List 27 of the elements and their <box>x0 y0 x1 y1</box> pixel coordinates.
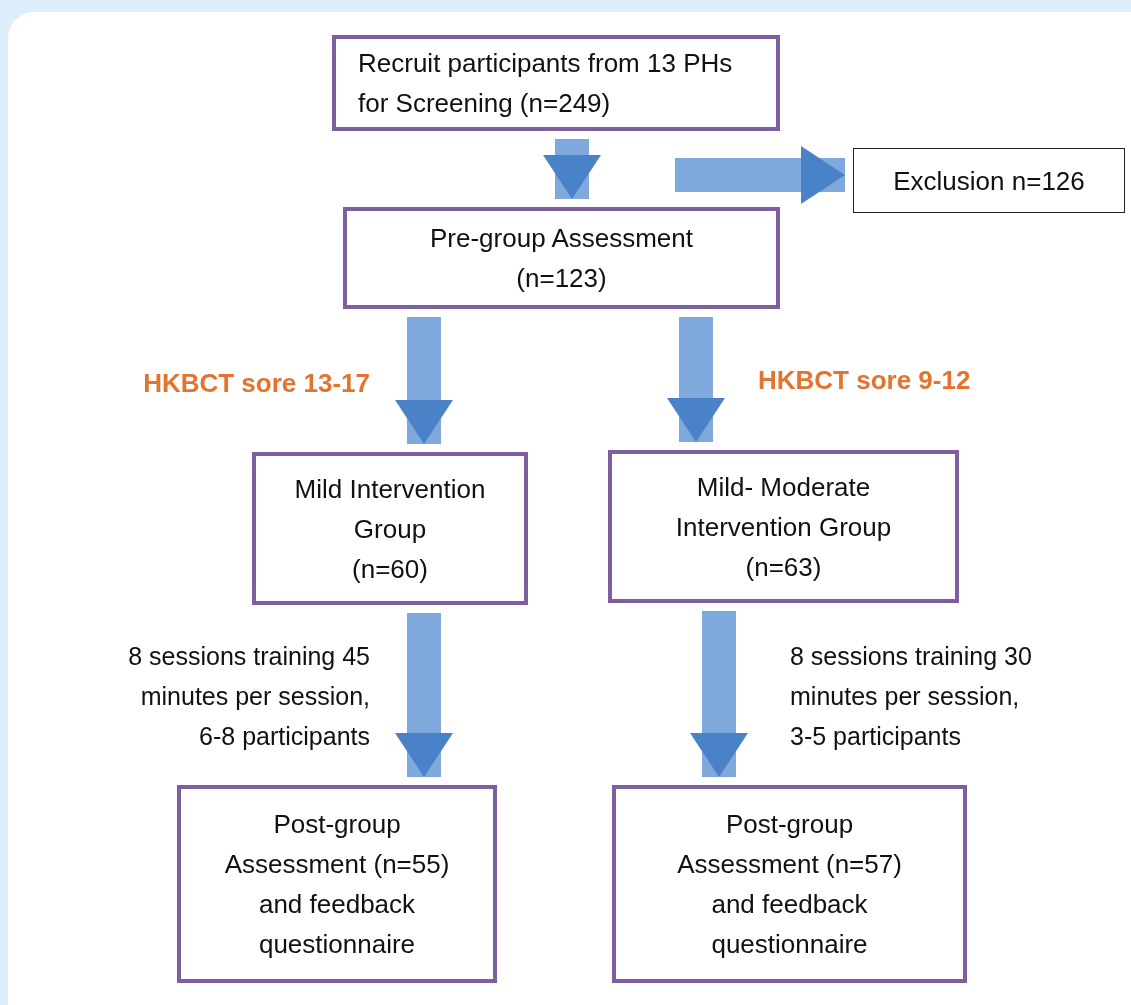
box-text: (n=63) <box>745 550 822 584</box>
block-arrow <box>690 611 748 777</box>
edge-label: HKBCT sore 13-17 <box>142 367 370 400</box>
box-text: (n=123) <box>516 262 607 295</box>
edge-label: 8 sessions training 45 minutes per session, 6-8 participants <box>127 641 370 752</box>
process-box <box>343 207 780 309</box>
box-text: Recruit participants from 13 PHs for Screening (n=249) <box>358 47 734 120</box>
block-arrow <box>675 146 845 204</box>
block-arrow <box>395 613 453 777</box>
process-box <box>853 148 1125 213</box>
process-box <box>177 785 497 983</box>
box-text: Post-group Assessment (n=57) and feedback questionnaire <box>676 808 903 961</box>
block-arrow <box>667 317 725 442</box>
edge-label: 8 sessions training 30 minutes per session, 3-5 participants <box>790 641 1033 752</box>
process-box <box>252 452 528 605</box>
block-arrow <box>395 317 453 444</box>
box-text: Mild Intervention Group <box>293 472 487 546</box>
process-box <box>332 35 780 131</box>
box-text: Post-group Assessment (n=55) and feedback questionnaire <box>223 808 451 961</box>
box-text: Mild- Moderate Intervention Group <box>674 470 893 544</box>
box-text: Exclusion n=126 <box>893 164 1085 198</box>
edge-label: HKBCT sore 9-12 <box>758 364 972 397</box>
box-text: Pre-group Assessment <box>430 222 693 255</box>
process-box <box>608 450 959 603</box>
block-arrow <box>543 139 601 199</box>
box-text: (n=60) <box>352 552 428 586</box>
process-box <box>612 785 967 983</box>
